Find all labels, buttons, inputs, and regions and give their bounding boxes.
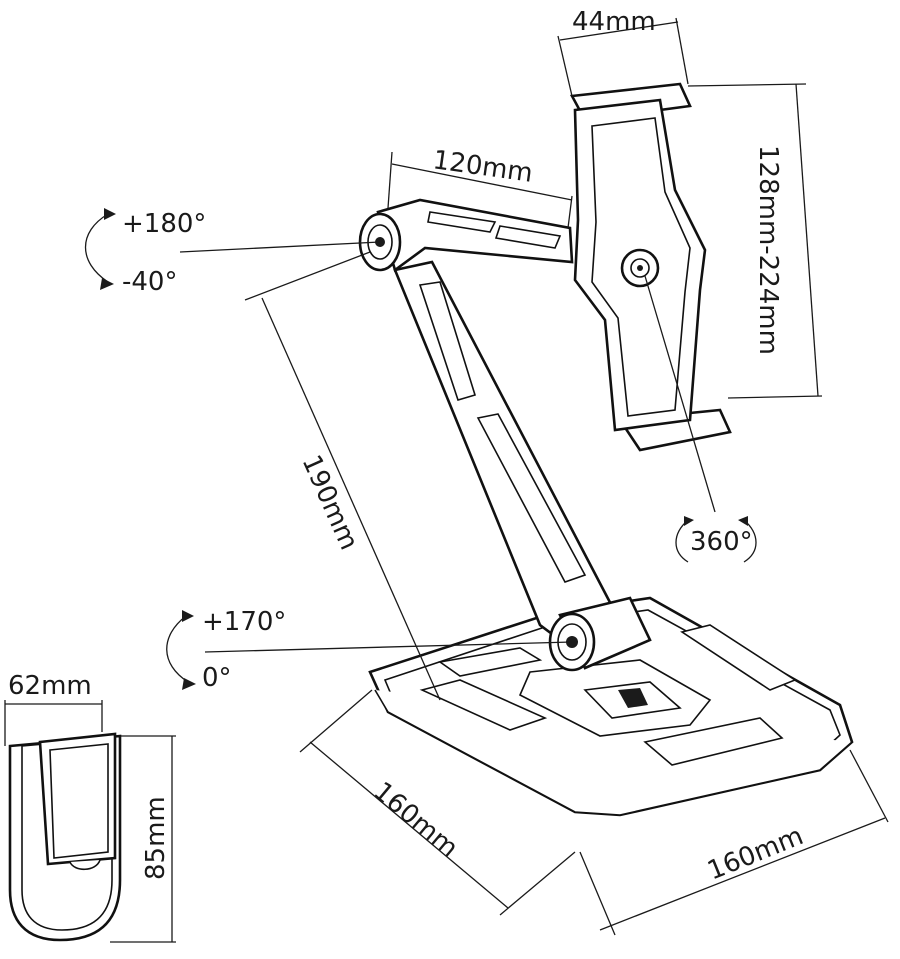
lower-arm-slot-bottom (476, 413, 587, 583)
holder-rotation-arrow (675, 516, 757, 563)
label-base-side-a: 160mm (368, 776, 464, 863)
base-rotation-arrow (166, 610, 196, 690)
label-base-side-b: 160mm (703, 821, 807, 886)
lower-arm-slot-top (418, 281, 477, 401)
dimension-lines (4, 17, 889, 943)
base-slot-front (643, 717, 784, 766)
label-clamp-height: 85mm (141, 796, 171, 880)
base-slot-right (680, 624, 797, 691)
base-slot-left (419, 679, 548, 731)
top-rotation-arrow (85, 208, 116, 290)
label-holder-range: 128mm-224mm (753, 145, 783, 355)
clamp-detail (8, 732, 122, 942)
label-holder-width: 44mm (572, 7, 656, 37)
label-clamp-width: 62mm (8, 671, 92, 701)
base-slot-back (437, 647, 543, 677)
lower-arm (393, 260, 617, 642)
label-top-rotation-neg: -40° (122, 267, 177, 297)
label-holder-rotation: 360° (690, 527, 753, 557)
stand-base (368, 596, 854, 817)
upper-arm (376, 198, 574, 273)
label-top-rotation-pos: +180° (122, 209, 206, 239)
label-base-rotation-zero: 0° (202, 663, 232, 693)
label-lower-arm: 190mm (296, 451, 364, 555)
tablet-holder (569, 82, 732, 452)
label-base-rotation-pos: +170° (202, 607, 286, 637)
